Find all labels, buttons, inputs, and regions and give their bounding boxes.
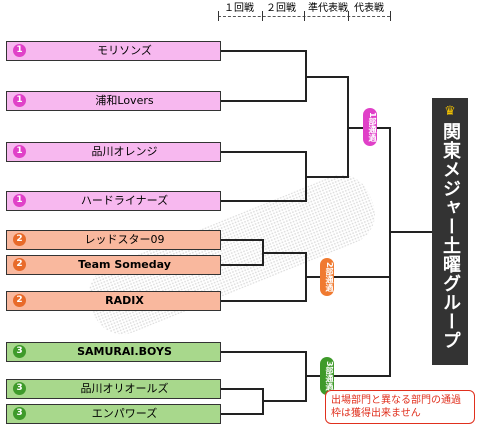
- round-header-tick: [262, 11, 263, 21]
- qualifier-badge-1: 1部通過: [363, 108, 377, 146]
- bracket-line: [221, 239, 264, 241]
- bracket-line: [389, 231, 432, 233]
- bracket-line: [262, 252, 307, 254]
- team-box: 3 品川オリオールズ: [6, 379, 221, 399]
- crown-icon: ♛: [444, 104, 456, 119]
- team-name: SAMURAI.BOYS: [77, 345, 172, 358]
- round-header-4: 代表戦: [354, 3, 384, 14]
- note-box: 出場部門と異なる部門の通過枠は獲得出来ません: [325, 390, 475, 424]
- bracket-line: [305, 176, 349, 178]
- round-header-tick: [304, 11, 305, 21]
- team-name: ハードライナーズ: [80, 194, 169, 207]
- team-name: Team Someday: [78, 258, 171, 271]
- team-box: 1 モリソンズ: [6, 41, 221, 61]
- team-box: 2 レッドスター09: [6, 230, 221, 250]
- bracket-line: [305, 76, 349, 78]
- team-name: RADIX: [105, 294, 144, 307]
- winner-box: ♛ 関東メジャー土曜グループ優勝: [404, 98, 468, 365]
- team-box: 3 エンパワーズ: [6, 404, 221, 424]
- bracket-line: [305, 276, 391, 278]
- bracket-line: [221, 264, 264, 266]
- team-name: モリソンズ: [97, 44, 152, 57]
- division-badge: 3: [13, 407, 26, 420]
- round-header-2: ２回戦: [266, 3, 296, 14]
- round-header-tick: [390, 11, 391, 21]
- team-name: 浦和Lovers: [95, 94, 154, 107]
- division-badge: 1: [13, 94, 26, 107]
- team-box: 1 ハードライナーズ: [6, 191, 221, 211]
- division-badge: 1: [13, 145, 26, 158]
- bracket-line: [389, 127, 391, 377]
- bracket-line: [221, 151, 307, 153]
- division-badge: 1: [13, 44, 26, 57]
- bracket-line: [221, 200, 307, 202]
- team-box: 1 品川オレンジ: [6, 142, 221, 162]
- round-header-1: １回戦: [224, 3, 254, 14]
- team-name: エンパワーズ: [91, 407, 158, 420]
- bracket-line: [221, 351, 307, 353]
- bracket-line: [221, 50, 307, 52]
- team-name: レッドスター09: [84, 233, 165, 246]
- watermark-graphic: [88, 175, 376, 335]
- division-badge: 3: [13, 345, 26, 358]
- bracket-line: [262, 400, 307, 402]
- bracket-line: [221, 100, 307, 102]
- team-box: 2 Team Someday: [6, 255, 221, 275]
- division-badge: 1: [13, 194, 26, 207]
- qualifier-badge-2: 2部通過: [320, 258, 334, 296]
- division-badge: 3: [13, 382, 26, 395]
- qualifier-badge-3: 3部通過: [320, 357, 334, 395]
- division-badge: 2: [13, 233, 26, 246]
- division-badge: 2: [13, 258, 26, 271]
- round-header-tick: [218, 11, 219, 21]
- round-header-3: 準代表戦: [308, 3, 348, 14]
- team-name: 品川オレンジ: [91, 145, 158, 158]
- team-box: 2 RADIX: [6, 291, 221, 311]
- bracket-line: [221, 300, 307, 302]
- bracket-line: [221, 388, 264, 390]
- bracket-line: [305, 375, 391, 377]
- team-name: 品川オリオールズ: [80, 382, 169, 395]
- team-box: 3 SAMURAI.BOYS: [6, 342, 221, 362]
- division-badge: 2: [13, 294, 26, 307]
- round-header-tick: [348, 11, 349, 21]
- team-box: 1 浦和Lovers: [6, 91, 221, 111]
- winner-title: 関東メジャー土曜グループ優勝: [404, 122, 461, 350]
- bracket-line: [221, 413, 264, 415]
